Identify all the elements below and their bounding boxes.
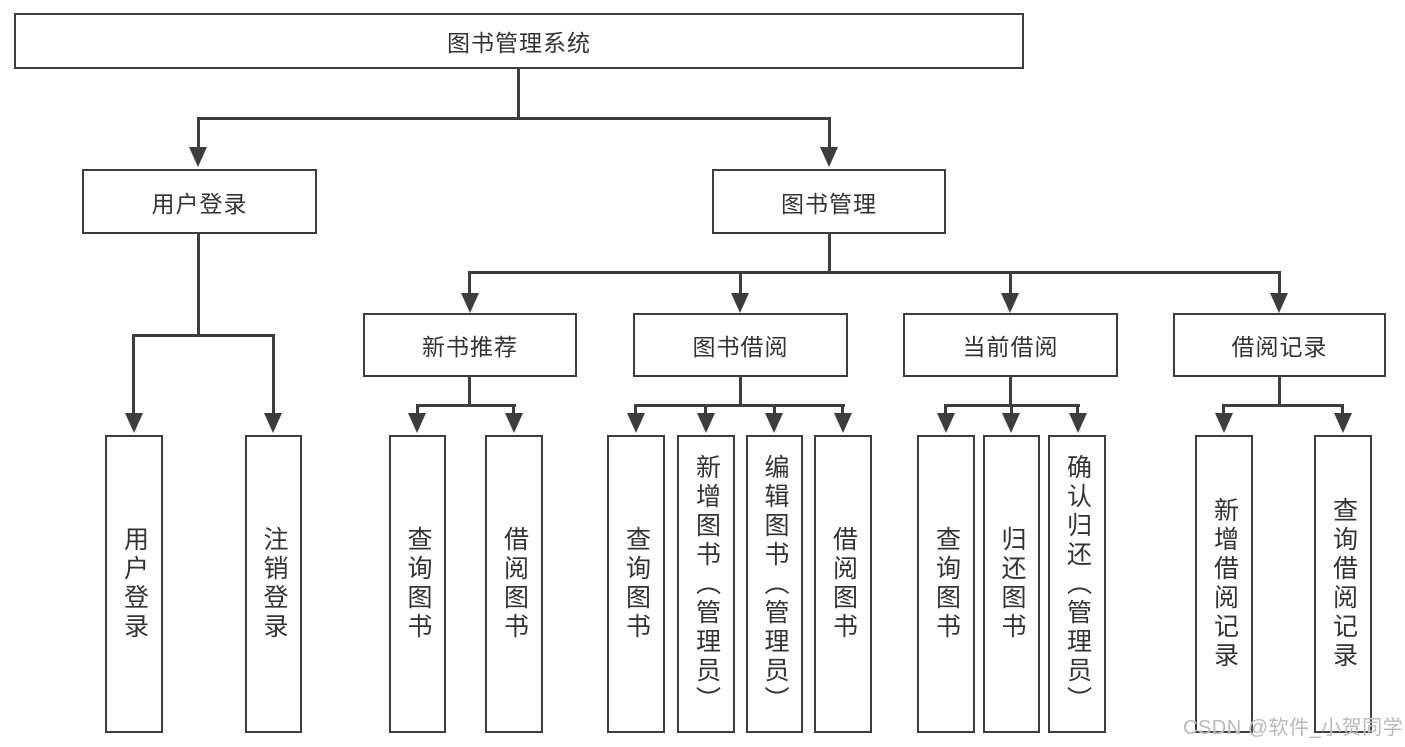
connector-line: [944, 407, 947, 415]
connector-line: [197, 234, 200, 334]
connector-line: [416, 404, 516, 407]
connector-line: [416, 407, 419, 415]
connector-line: [517, 69, 520, 117]
leaf-label: 查询图书: [622, 526, 651, 642]
arrow-down-icon: [731, 293, 749, 313]
leaf-label: 借阅图书: [500, 526, 529, 642]
leaf-label: 确认归还（管理员）: [1063, 453, 1092, 715]
arrow-down-icon: [697, 413, 715, 433]
leaf-query-borrow-record: 查询借阅记录: [1314, 435, 1372, 733]
arrow-down-icon: [1215, 413, 1233, 433]
node-label: 用户登录: [151, 190, 248, 217]
connector-line: [468, 377, 471, 404]
arrow-down-icon: [1270, 293, 1288, 313]
node-root-label: 图书管理系统: [447, 30, 591, 56]
watermark: CSDN @软件_小贺同学: [1183, 717, 1404, 739]
connector-line: [739, 274, 742, 294]
leaf-return-books: 归还图书: [983, 435, 1040, 733]
arrow-down-icon: [189, 147, 207, 167]
leaf-add-borrow-record: 新增借阅记录: [1195, 435, 1253, 733]
connector-line: [132, 334, 275, 337]
node-label: 图书借阅: [692, 334, 789, 360]
leaf-label: 用户登录: [120, 526, 149, 642]
connector-line: [841, 407, 844, 415]
leaf-confirm-return-admin: 确认归还（管理员）: [1048, 435, 1106, 733]
node-user-login: 用户登录: [82, 169, 317, 234]
leaf-label: 注销登录: [260, 526, 288, 642]
node-current-borrow: 当前借阅: [903, 313, 1118, 377]
connector-line: [197, 120, 200, 148]
leaf-query-books-recommend: 查询图书: [389, 435, 446, 733]
arrow-down-icon: [627, 413, 645, 433]
connector-line: [704, 407, 707, 415]
node-label: 图书管理: [781, 190, 877, 217]
arrow-down-icon: [1001, 293, 1019, 313]
leaf-label: 查询图书: [404, 526, 432, 642]
leaf-query-books-current: 查询图书: [917, 435, 975, 733]
connector-line: [468, 274, 471, 294]
connector-line: [1222, 407, 1225, 415]
leaf-borrow-books: 借阅图书: [814, 435, 872, 733]
connector-line: [773, 407, 776, 415]
leaf-logout: 注销登录: [245, 435, 302, 733]
node-borrow-records: 借阅记录: [1173, 313, 1386, 377]
leaf-label: 借阅图书: [829, 526, 858, 642]
leaf-borrow-books-recommend: 借阅图书: [485, 435, 543, 733]
connector-line: [634, 407, 637, 415]
arrow-down-icon: [937, 413, 955, 433]
connector-line: [944, 404, 1080, 407]
connector-line: [512, 407, 515, 415]
connector-line: [1076, 407, 1079, 415]
node-book-management: 图书管理: [712, 169, 946, 234]
leaf-user-login: 用户登录: [105, 435, 163, 733]
connector-line: [634, 404, 845, 407]
leaf-add-books-admin: 新增图书（管理员）: [677, 435, 735, 733]
connector-line: [1009, 274, 1012, 294]
leaf-query-books-borrow: 查询图书: [607, 435, 665, 733]
leaf-label: 新增图书（管理员）: [692, 453, 721, 715]
arrow-down-icon: [1069, 413, 1087, 433]
connector-line: [1010, 407, 1013, 415]
arrow-down-icon: [125, 413, 143, 433]
arrow-down-icon: [505, 413, 523, 433]
leaf-label: 查询借阅记录: [1329, 497, 1358, 671]
node-label: 借阅记录: [1231, 334, 1328, 360]
arrow-down-icon: [834, 413, 852, 433]
connector-line: [272, 337, 275, 414]
connector-line: [739, 377, 742, 404]
connector-line: [1278, 377, 1281, 404]
arrow-down-icon: [1002, 413, 1020, 433]
arrow-down-icon: [1334, 413, 1352, 433]
node-root: 图书管理系统: [14, 13, 1024, 69]
node-label: 新书推荐: [422, 334, 518, 360]
node-book-borrow: 图书借阅: [633, 313, 848, 377]
connector-line: [1222, 404, 1344, 407]
leaf-label: 查询图书: [932, 526, 961, 642]
connector-line: [468, 271, 1281, 274]
connector-line: [1009, 377, 1012, 404]
connector-line: [828, 234, 831, 271]
connector-line: [197, 117, 831, 120]
arrow-down-icon: [408, 413, 426, 433]
arrow-down-icon: [461, 293, 479, 313]
leaf-label: 归还图书: [998, 526, 1026, 642]
node-new-book-recommend: 新书推荐: [363, 313, 577, 377]
arrow-down-icon: [765, 413, 783, 433]
leaf-edit-books-admin: 编辑图书（管理员）: [746, 435, 803, 733]
arrow-down-icon: [820, 147, 838, 167]
node-label: 当前借阅: [962, 334, 1059, 360]
leaf-label: 编辑图书（管理员）: [761, 453, 789, 715]
leaf-label: 新增借阅记录: [1210, 497, 1239, 671]
connector-line: [828, 120, 831, 148]
connector-line: [132, 337, 135, 414]
connector-line: [1278, 274, 1281, 294]
connector-line: [1341, 407, 1344, 415]
arrow-down-icon: [264, 413, 282, 433]
